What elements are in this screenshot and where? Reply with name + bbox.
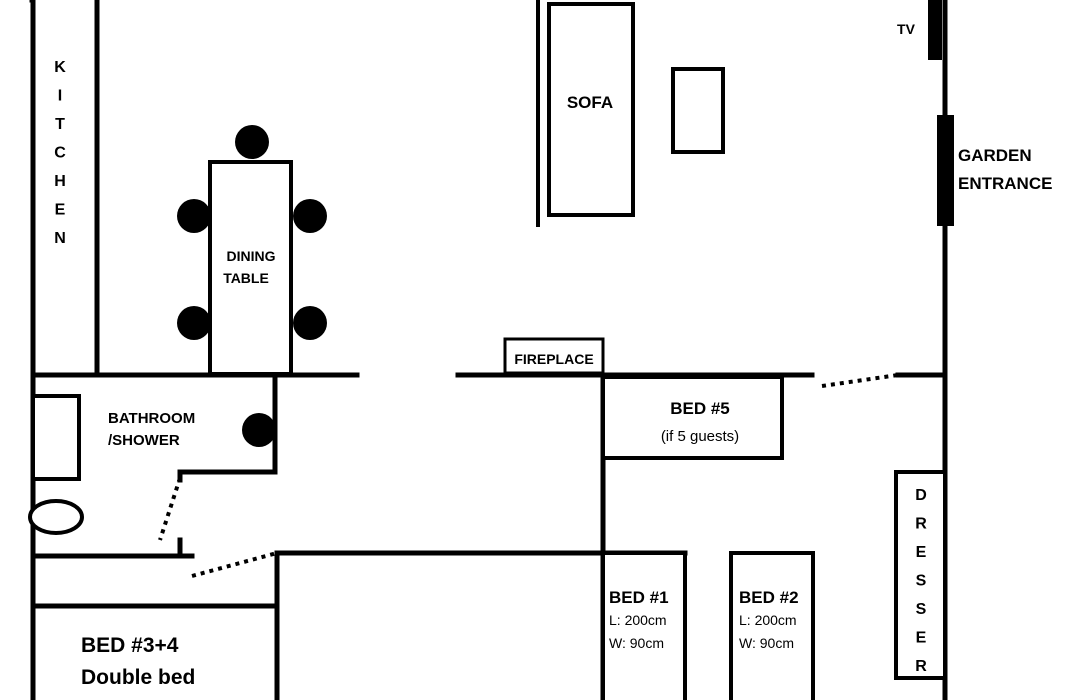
sofa: [547, 2, 635, 217]
garden-entrance-label-1: GARDEN: [958, 146, 1032, 165]
bathroom-wall: [177, 372, 278, 483]
dining-table-label-2: TABLE: [223, 270, 269, 286]
tv-icon: [928, 0, 942, 60]
bedroom-door: [821, 373, 899, 388]
chair-icon: [177, 199, 211, 233]
garden-entrance-label-2: ENTRANCE: [958, 174, 1052, 193]
sink-icon: [242, 413, 276, 447]
sofa-label: SOFA: [567, 93, 613, 112]
shower: [31, 394, 81, 481]
kitchen-label-letter: E: [55, 202, 66, 219]
bed-1-width: W: 90cm: [609, 635, 664, 651]
kitchen-label-letter: C: [54, 145, 66, 162]
bathroom-fixtures: [28, 394, 276, 535]
hall-door: [191, 551, 278, 578]
dresser-label-letter: E: [916, 630, 927, 647]
chair-icon: [177, 306, 211, 340]
bathroom-label-2: /SHOWER: [108, 432, 180, 449]
bed-2: [729, 551, 815, 700]
tv-label: TV: [897, 21, 916, 37]
chair-icon: [293, 199, 327, 233]
dining-table: [208, 160, 293, 376]
bed-1: [601, 551, 687, 700]
kitchen-label-letter: H: [54, 173, 66, 190]
kitchen-label-letter: N: [54, 230, 66, 247]
dresser-label-letter: D: [915, 487, 927, 504]
dining-table-label-1: DINING: [227, 248, 276, 264]
chair-icon: [235, 125, 269, 159]
bathroom-label-1: BATHROOM: [108, 410, 195, 427]
bed-5-note: (if 5 guests): [661, 428, 739, 445]
doors: [158, 373, 899, 578]
garden-entrance-door: [937, 115, 954, 226]
bed-5: [601, 375, 784, 460]
sofa-area: [536, 0, 725, 227]
dresser-label-letter: S: [916, 573, 927, 590]
kitchen-label-letter: I: [58, 88, 62, 105]
fireplace-label: FIREPLACE: [514, 351, 593, 367]
bed-2-title: BED #2: [739, 588, 799, 607]
toilet: [28, 499, 84, 535]
chair-icon: [293, 306, 327, 340]
dresser-label-letter: R: [915, 658, 927, 675]
bed-1-title: BED #1: [609, 588, 669, 607]
dresser: [894, 470, 947, 680]
bed-5-title: BED #5: [670, 399, 730, 418]
dresser-label-letter: R: [915, 516, 927, 533]
bed-34-subtitle: Double bed: [81, 666, 195, 689]
dresser-label-letter: S: [916, 601, 927, 618]
fireplace: [503, 337, 605, 375]
bed-34-title: BED #3+4: [81, 634, 179, 657]
beds: [601, 375, 815, 700]
kitchen-label-letter: T: [55, 116, 65, 133]
bed-1-length: L: 200cm: [609, 612, 667, 628]
kitchen-label-letter: K: [54, 59, 66, 76]
dining-area: [177, 125, 327, 376]
bed-2-length: L: 200cm: [739, 612, 797, 628]
dresser-label-letter: E: [916, 544, 927, 561]
bed-2-width: W: 90cm: [739, 635, 794, 651]
bathroom-door: [158, 477, 182, 541]
coffee-table: [671, 67, 725, 154]
